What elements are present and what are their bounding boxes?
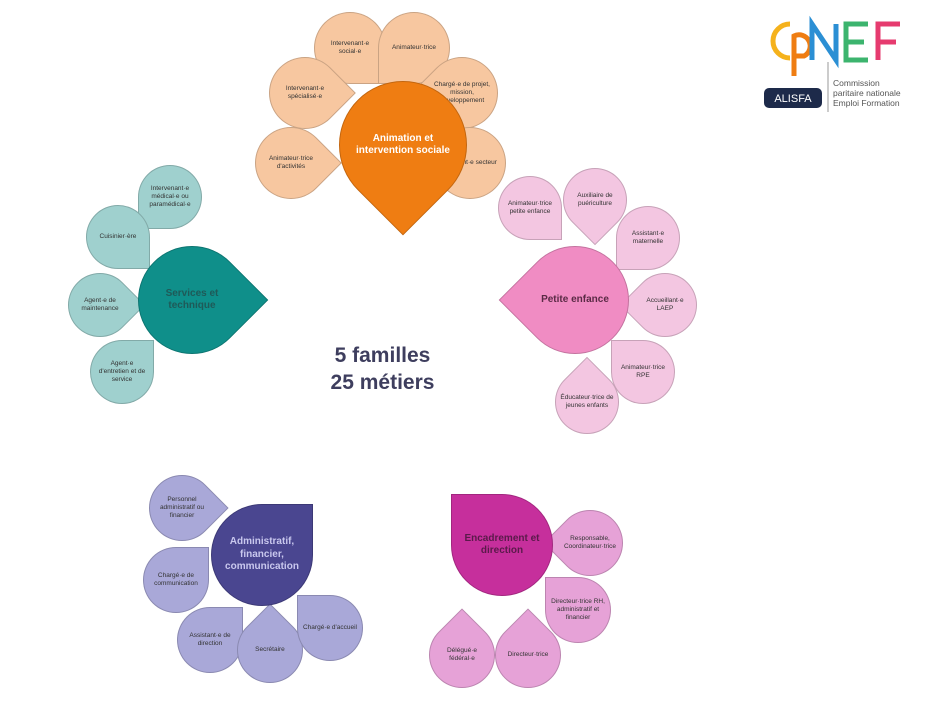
- job-bubble: Directeur·trice: [481, 608, 575, 702]
- job-label: Délégué·e fédéral·e: [446, 646, 477, 662]
- job-bubble: Cuisinier·ère: [86, 205, 150, 269]
- family-administratif: Administratif, financier, communication: [211, 504, 313, 606]
- cpnef-logo: ALISFA Commission paritaire nationale Em…: [760, 14, 920, 114]
- job-bubble: Responsable, Coordinateur·trice: [543, 496, 637, 590]
- job-bubble: Intervenant·e social·e: [314, 12, 386, 84]
- teardrop-shape: [138, 165, 202, 229]
- family-petite-enfance: Petite enfance: [498, 223, 652, 377]
- svg-text:Emploi Formation: Emploi Formation: [833, 98, 900, 108]
- job-label: Éducateur·trice de jeunes enfants: [560, 393, 614, 409]
- job-bubble: Intervenant·e spécialisé·e: [254, 42, 356, 144]
- job-label: Animateur·trice: [391, 43, 437, 51]
- job-label: Intervenant·e médical·e ou paramédical·e: [149, 184, 191, 209]
- job-bubble: Animateur·trice RPE: [611, 340, 675, 404]
- job-bubble: Directeur·trice RH, administratif et fin…: [545, 577, 611, 643]
- family-services: Services et technique: [115, 223, 269, 377]
- job-bubble: Assistant·e de direction: [177, 607, 243, 673]
- job-bubble: Chargé·e de communication: [143, 547, 209, 613]
- job-label: Assistant·e maternelle: [631, 229, 665, 245]
- job-bubble: Personnel administratif ou financier: [135, 461, 229, 555]
- families-count: 5 familles: [334, 344, 431, 367]
- family-label: Services et technique: [165, 287, 219, 312]
- jobs-count: 25 métiers: [330, 371, 435, 395]
- job-label: Animateur·trice d'activités: [268, 154, 314, 170]
- job-label: Agent·e d'entretien et de service: [98, 359, 146, 384]
- job-bubble: Animateur·trice petite enfance: [498, 176, 562, 240]
- job-bubble: Accueillant·e LAEP: [619, 259, 711, 351]
- job-bubble: Assistant·e maternelle: [616, 206, 680, 270]
- family-label: Animation et intervention sociale: [356, 132, 450, 157]
- family-label: Encadrement et direction: [464, 532, 540, 557]
- svg-text:paritaire nationale: paritaire nationale: [833, 88, 901, 98]
- job-bubble: Agent·e d'entretien et de service: [90, 340, 154, 404]
- family-animation: Animation et intervention sociale: [312, 54, 494, 236]
- job-bubble: Secrétaire: [223, 603, 317, 697]
- job-label: Référent·e secteur: [443, 158, 497, 166]
- job-bubble: Animateur·trice d'activités: [240, 112, 342, 214]
- job-label: Intervenant·e social·e: [330, 39, 370, 55]
- svg-text:Commission: Commission: [833, 78, 880, 88]
- center-summary: 5 familles 25 métiers: [300, 342, 465, 397]
- job-label: Directeur·trice RH, administratif et fin…: [551, 597, 605, 622]
- alisfa-badge: ALISFA: [774, 93, 812, 105]
- job-bubble: Chargé·e de projet, mission, développeme…: [411, 42, 513, 144]
- job-label: Agent·e de maintenance: [81, 296, 119, 312]
- job-label: Auxiliaire de puériculture: [577, 191, 613, 207]
- family-label: Administratif, financier, communication: [225, 536, 299, 573]
- job-bubble: Délégué·e fédéral·e: [415, 608, 509, 702]
- family-encadrement: Encadrement et direction: [451, 494, 553, 596]
- job-bubble: Intervenant·e médical·e ou paramédical·e: [138, 165, 202, 229]
- job-label: Animateur·trice RPE: [620, 363, 666, 379]
- teardrop-shape: [616, 206, 680, 270]
- job-label: Assistant·e de direction: [189, 631, 231, 647]
- job-bubble: Agent·e de maintenance: [54, 259, 146, 351]
- job-label: Accueillant·e LAEP: [646, 296, 684, 312]
- family-label: Petite enfance: [541, 293, 609, 305]
- job-label: Secrétaire: [255, 645, 285, 653]
- job-label: Intervenant·e spécialisé·e: [285, 84, 325, 100]
- job-label: Directeur·trice: [507, 650, 549, 658]
- job-label: Animateur·trice petite enfance: [507, 199, 553, 215]
- job-bubble: Référent·e secteur: [419, 112, 521, 214]
- job-bubble: Auxiliaire de puériculture: [549, 154, 641, 246]
- job-label: Chargé·e de projet, mission, développeme…: [433, 80, 490, 105]
- job-bubble: Éducateur·trice de jeunes enfants: [541, 356, 633, 448]
- job-bubble: Chargé·e d'accueil: [297, 595, 363, 661]
- job-label: Cuisinier·ère: [99, 232, 137, 240]
- job-label: Chargé·e d'accueil: [302, 623, 357, 631]
- job-label: Chargé·e de communication: [154, 571, 198, 587]
- job-label: Personnel administratif ou financier: [159, 495, 205, 520]
- job-label: Responsable, Coordinateur·trice: [563, 534, 616, 550]
